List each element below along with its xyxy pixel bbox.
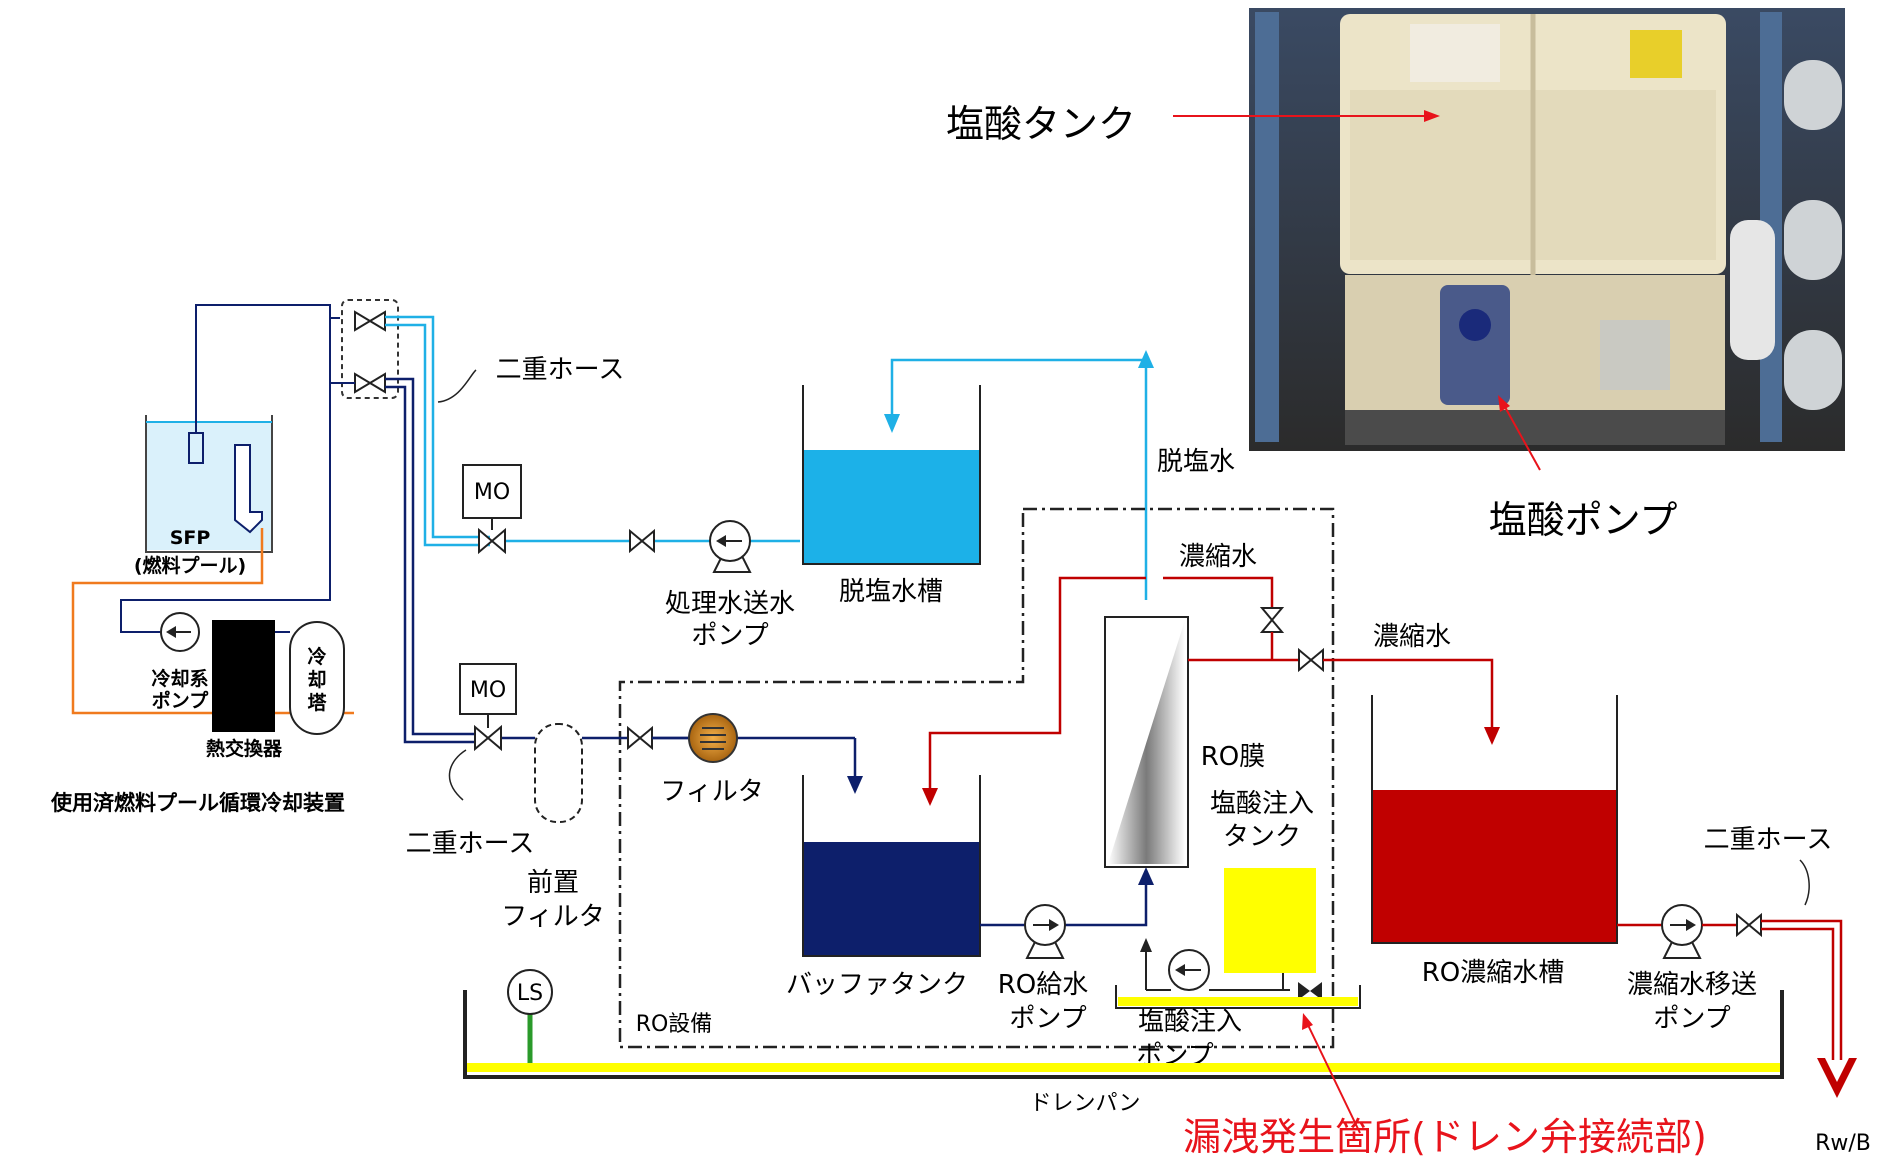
upper-double-hose [385,315,490,547]
sfp-sub-label: (燃料プール) [134,554,246,577]
lower-hose-label: 二重ホース [406,829,535,859]
mo-valve-1-label: MO [474,480,510,505]
buffer-tank-label: バッファタンク [786,970,968,1000]
desal-in-arrow [884,414,900,433]
leak-location-label: 漏洩発生箇所(ドレン弁接続部) [1183,1115,1707,1159]
ro-conc-tank-water [1372,790,1617,943]
drain-pan-liquid [467,1063,1780,1072]
prefilter [534,723,583,823]
cooling-tower-label-2: 却 [307,669,326,691]
hcl-drain-tray [1118,997,1358,1006]
upper-valve[interactable] [629,528,655,554]
level-switch-label: LS [517,981,543,1006]
ro-conc-tank-label: RO濃縮水槽 [1422,958,1565,988]
conc-transfer-pump-label-1: 濃縮水移送 [1627,970,1757,1000]
desal-tank-water [803,450,980,564]
conc-return-arrow [922,788,938,806]
level-switch-icon: LS [507,969,553,1063]
desal-water-label: 脱塩水 [1157,447,1235,477]
ro-feed-pump-label-1: RO給水 [998,970,1089,1000]
upper-hose-label: 二重ホース [496,355,625,385]
desal-tank-label: 脱塩水槽 [839,577,943,607]
hcl-pump-label-1: 塩酸注入 [1138,1007,1242,1037]
box-valve-bottom [354,372,386,394]
filter-icon [688,713,738,763]
lower-valve[interactable] [627,725,653,751]
hcl-pump-icon[interactable] [1168,949,1210,991]
sfp-label: SFP [170,527,211,549]
photo-panel [1249,8,1845,451]
conc-branch-valve[interactable] [1259,607,1285,633]
conc-tank-in-arrow [1484,727,1500,745]
conc-transfer-valve[interactable] [1736,912,1762,938]
mo-valve-1[interactable]: MO [462,464,522,555]
desal-up-arrow [1138,350,1154,368]
hcl-tank-label-2: タンク [1223,822,1301,852]
ro-conc-tank [1371,695,1618,944]
mo-valve-2[interactable]: MO [459,663,517,752]
cooling-system: SFP (燃料プール) 冷却系 ポンプ 熱交換器 冷 却 塔 使用済燃料プール循… [50,304,354,815]
treated-pump-label-1: 処理水送水 [665,589,795,619]
right-hose-label: 二重ホース [1704,825,1833,855]
treated-water-pump-icon[interactable] [709,520,752,573]
ro-equipment-boundary [618,507,1335,1049]
ro-equipment-label: RO設備 [636,1012,713,1037]
heat-exchanger [212,620,275,732]
tank-pointer-arrow [1424,110,1440,122]
cooling-pump-label-1: 冷却系 [151,667,208,690]
cooling-pump-label-2: ポンプ [152,689,209,712]
leak-pointer [1307,1024,1361,1134]
box-valve-top [354,310,386,332]
lower-double-hose [385,377,478,744]
cooling-system-title: 使用済燃料プール循環冷却装置 [50,791,345,815]
buffer-tank [802,775,981,957]
mo-valve-2-label: MO [470,678,506,703]
treated-pump-label-2: ポンプ [691,621,768,651]
right-double-hose [1761,919,1843,1060]
ro-feed-pump-label-2: ポンプ [1009,1004,1086,1034]
buffer-tank-water [803,842,980,956]
conc-water-right-label: 濃縮水 [1373,622,1451,652]
hose-connection-box [341,299,399,399]
hcl-tank-label-1: 塩酸注入 [1210,789,1314,819]
ro-feed-pump-icon[interactable] [1024,904,1066,959]
desal-tank [802,385,981,565]
hcl-tank-photo-label: 塩酸タンク [946,102,1136,146]
drain-pan-label: ドレンパン [1029,1091,1140,1116]
filter-label: フィルタ [660,777,763,807]
hcl-pump-photo-label: 塩酸ポンプ [1489,498,1678,542]
leak-pointer-arrow [1302,1013,1313,1030]
prefilter-label-1: 前置 [527,868,579,898]
conc-water-top-label: 濃縮水 [1179,542,1257,572]
conc-transfer-pump-icon[interactable] [1661,904,1703,959]
buffer-in-arrow [847,776,863,794]
cooling-tower-label-3: 塔 [307,691,327,714]
pump-pointer-arrow [1498,395,1510,412]
prefilter-label-2: フィルタ [501,902,604,932]
rwb-arrow [1817,1058,1857,1098]
drain-valve[interactable] [1298,982,1322,1000]
ro-membrane [1104,616,1189,868]
cooling-tower-label-1: 冷 [307,645,326,668]
hcl-inject-arrow [1140,938,1152,952]
conc-out-valve[interactable] [1298,647,1324,673]
ro-membrane-label: RO膜 [1201,742,1266,772]
cooling-tower [289,621,345,735]
drain-pan [463,990,1784,1079]
ro-feed-arrow [1138,867,1154,885]
heat-exchanger-label: 熱交換器 [206,737,283,760]
conc-transfer-pump-label-2: ポンプ [1653,1004,1730,1034]
pump-pointer [1504,406,1541,471]
hcl-injection-tank [1224,868,1316,973]
rwb-label: Rw/B [1815,1131,1871,1156]
